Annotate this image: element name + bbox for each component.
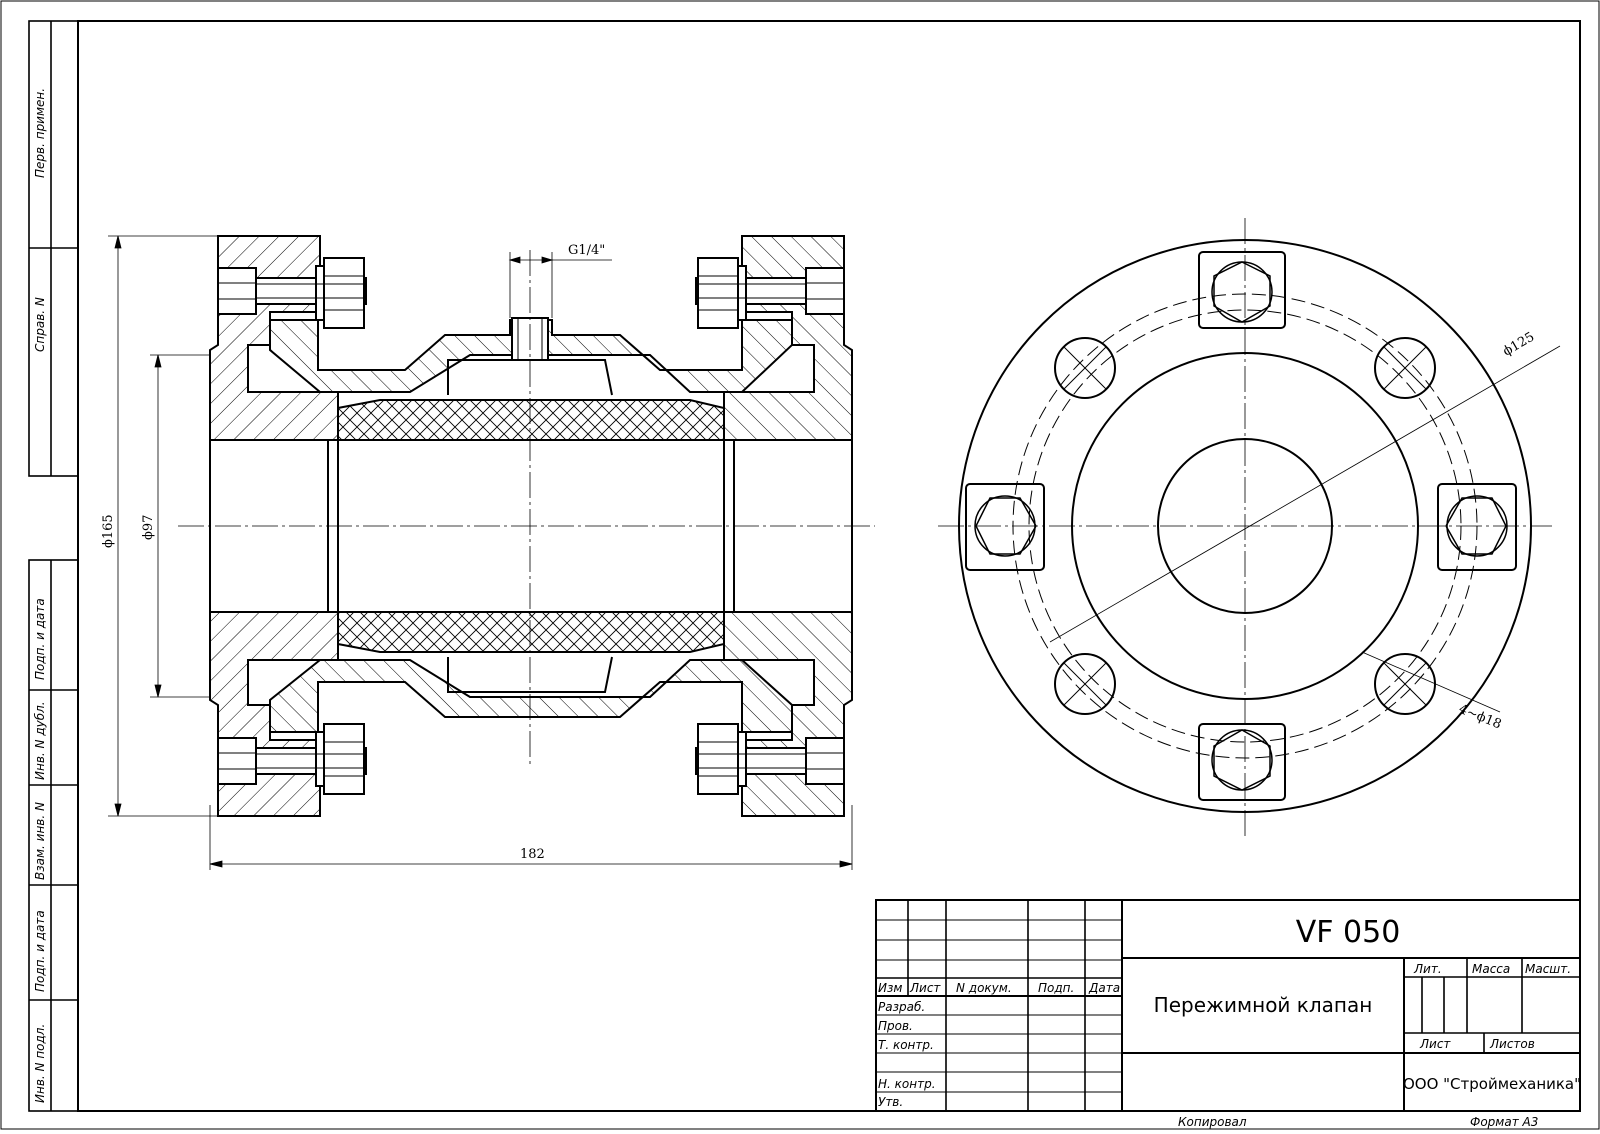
dim-outer-diameter: ϕ165 [101,514,116,548]
massa-label: Масса [1472,962,1510,976]
sheets-label: Листов [1489,1037,1535,1051]
side-podp-data-2: Подп. и дата [33,910,47,992]
sleeve-bottom [337,611,725,653]
section-bolts [217,257,845,795]
designation: VF 050 [1296,915,1401,950]
side-sprav-n: Справ. N [33,297,47,352]
title-block-text: VF 050 Пережимной клапан ООО "Строймехан… [878,915,1581,1129]
row-prov: Пров. [878,1019,913,1033]
side-podp-data-1: Подп. и дата [33,598,47,680]
side-inv-podl: Инв. N подл. [33,1024,47,1103]
row-tkontr: Т. контр. [878,1038,934,1052]
section-dimension-labels: G1/4" ϕ165 ϕ97 182 [101,243,605,862]
row-utv: Утв. [878,1095,903,1109]
organization: ООО "Строймеханика" [1403,1075,1581,1093]
valve-body-top [269,319,793,393]
col-list: Лист [909,981,941,995]
col-ndoc: N докум. [956,981,1012,995]
sleeve-top [337,399,725,441]
bolt-head-top [1198,251,1286,329]
dim-bolt-circle: ϕ125 [1501,330,1538,360]
product-name: Пережимной клапан [1154,993,1373,1017]
bolt-top-left [217,257,367,329]
bolt-head-bottom [1198,723,1286,801]
col-podp: Подп. [1038,981,1074,995]
dim-inner-diameter: ϕ97 [141,515,156,540]
side-inv-dubl: Инв. N дубл. [33,701,47,780]
section-dimensions [108,235,853,870]
section-centerlines [178,250,875,765]
sheet-label: Лист [1419,1037,1451,1051]
bolt-head-left [965,483,1045,571]
row-razrab: Разраб. [878,1000,925,1014]
row-nkontr: Н. контр. [878,1077,936,1091]
valve-body-bottom [269,659,793,733]
end-view-dimensions [1049,345,1561,713]
side-stamp-labels: Перв. примен. Справ. N Подп. и дата Инв.… [33,88,47,1103]
lit-label: Лит. [1413,962,1442,976]
dim-thread: G1/4" [568,243,605,258]
col-izm: Изм [878,981,902,995]
bolt-bottom-left [217,723,367,795]
side-stamp [28,20,79,1112]
title-block [875,899,1581,1112]
dim-length: 182 [520,847,545,862]
col-data: Дата [1088,981,1120,995]
dim-holes: 4~ϕ18 [1457,702,1504,733]
bolt-bottom-right [695,723,845,795]
side-vzam-inv: Взам. инв. N [33,802,47,880]
end-view-centerlines [938,218,1552,836]
format-label: Формат А3 [1470,1115,1538,1129]
side-perv-primen: Перв. примен. [33,88,47,178]
bolt-top-right [695,257,845,329]
copied-label: Копировал [1178,1115,1247,1129]
masshtab-label: Масшт. [1525,962,1571,976]
